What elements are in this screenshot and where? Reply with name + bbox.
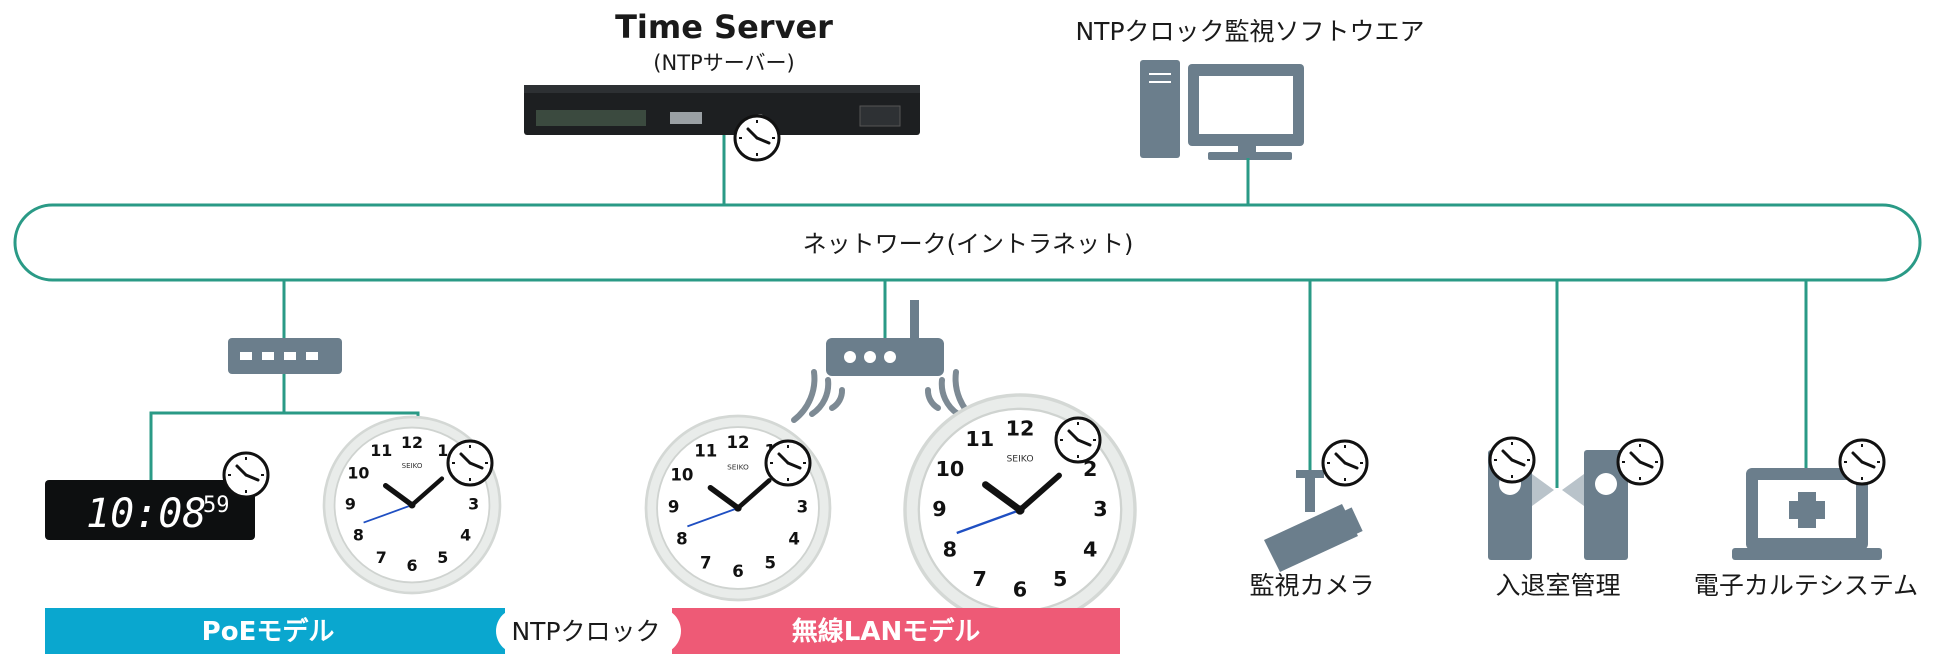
poe-switch-icon bbox=[228, 338, 342, 374]
access-gate-left-ntp-badge-icon bbox=[1488, 436, 1536, 484]
time-server-subtitle: (NTPサーバー) bbox=[653, 51, 794, 75]
time-server-title: Time Server bbox=[615, 8, 833, 46]
wireless-banner-label: 無線LANモデル bbox=[792, 616, 980, 647]
ntp-clock-label: NTPクロック bbox=[511, 617, 660, 646]
digital-clock-ntp-badge-icon bbox=[222, 451, 270, 499]
poe-wall-clock-ntp-badge-icon bbox=[446, 439, 494, 487]
bottom-banner: PoEモデル NTPクロック 無線LANモデル bbox=[45, 608, 1120, 654]
time-server-ntp-badge-icon bbox=[733, 114, 781, 162]
wireless-router-icon bbox=[826, 300, 944, 376]
camera-label: 監視カメラ bbox=[1249, 571, 1374, 600]
wireless-wall-clock-small-ntp-badge-icon bbox=[764, 439, 812, 487]
network-pill bbox=[13, 203, 1922, 282]
medical-record-terminal-icon bbox=[1732, 468, 1882, 560]
wireless-banner bbox=[672, 608, 1120, 654]
wireless-wall-clock-small bbox=[646, 416, 830, 600]
surveillance-camera-icon bbox=[1264, 470, 1363, 572]
wireless-wall-clock-large bbox=[905, 395, 1135, 625]
digital-clock-seconds: 59 bbox=[203, 493, 230, 518]
wifi-waves-left-icon bbox=[791, 369, 845, 423]
digital-clock-time: 10:08 bbox=[86, 491, 206, 537]
monitor-software-label: NTPクロック監視ソフトウエア bbox=[1075, 17, 1424, 46]
poe-banner bbox=[45, 608, 505, 654]
medical-ntp-badge-icon bbox=[1838, 438, 1886, 486]
camera-ntp-badge-icon bbox=[1321, 439, 1369, 487]
poe-banner-label: PoEモデル bbox=[202, 616, 335, 647]
time-server-device bbox=[524, 85, 920, 135]
network-label: ネットワーク(イントラネット) bbox=[803, 230, 1134, 258]
medical-label: 電子カルテシステム bbox=[1694, 571, 1918, 600]
access-label: 入退室管理 bbox=[1495, 571, 1620, 600]
wireless-wall-clock-large-ntp-badge-icon bbox=[1054, 416, 1102, 464]
access-gate-right-ntp-badge-icon bbox=[1616, 438, 1664, 486]
monitoring-pc-icon bbox=[1140, 60, 1304, 160]
digital-clock: 10:08 59 bbox=[45, 480, 255, 540]
